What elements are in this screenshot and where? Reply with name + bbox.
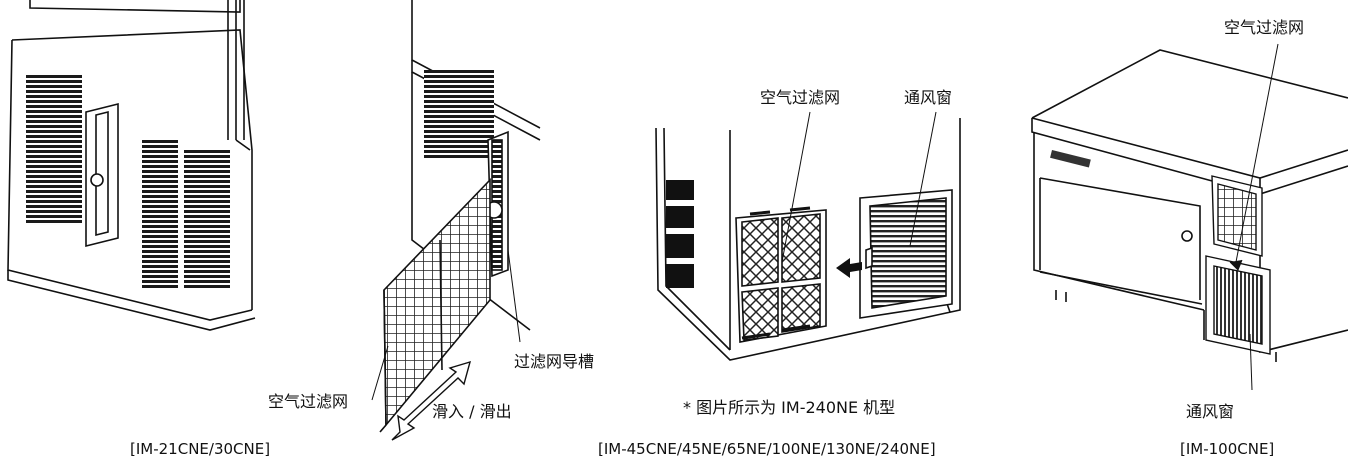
label-air-filter-2: 空气过滤网 [760,88,841,107]
label-air-filter-1: 空气过滤网 [268,392,349,411]
machine-lower-front [655,118,961,361]
label-air-filter-3: 空气过滤网 [1224,18,1305,37]
leader-lines-panel2 [781,111,937,263]
caption-model-series: [IM-45CNE/45NE/65NE/100NE/130NE/240NE] [598,440,936,458]
leader-lines-panel3 [1229,43,1279,391]
undercounter-air-filter [1211,175,1263,257]
machine-side-filter-sliding [379,0,541,433]
remove-arrow [836,258,862,278]
slide-direction-arrow [391,360,472,441]
label-filter-guide: 过滤网导槽 [514,352,595,371]
caption-model-im21: [IM-21CNE/30CNE] [130,440,271,458]
machine-front-closed [7,0,256,331]
air-filter-panel [735,206,827,343]
leader-lines-panel1 [371,249,521,401]
label-vent-window-2: 通风窗 [904,88,953,107]
caption-model-im100: [IM-100CNE] [1180,440,1275,458]
vent-window [859,189,953,319]
label-slide-in-out: 滑入 / 滑出 [432,402,512,421]
undercounter-machine [1031,49,1348,362]
undercounter-vent [1205,255,1271,355]
label-vent-window-3: 通风窗 [1186,402,1235,421]
note-model-shown: * 图片所示为 IM-240NE 机型 [683,398,896,417]
